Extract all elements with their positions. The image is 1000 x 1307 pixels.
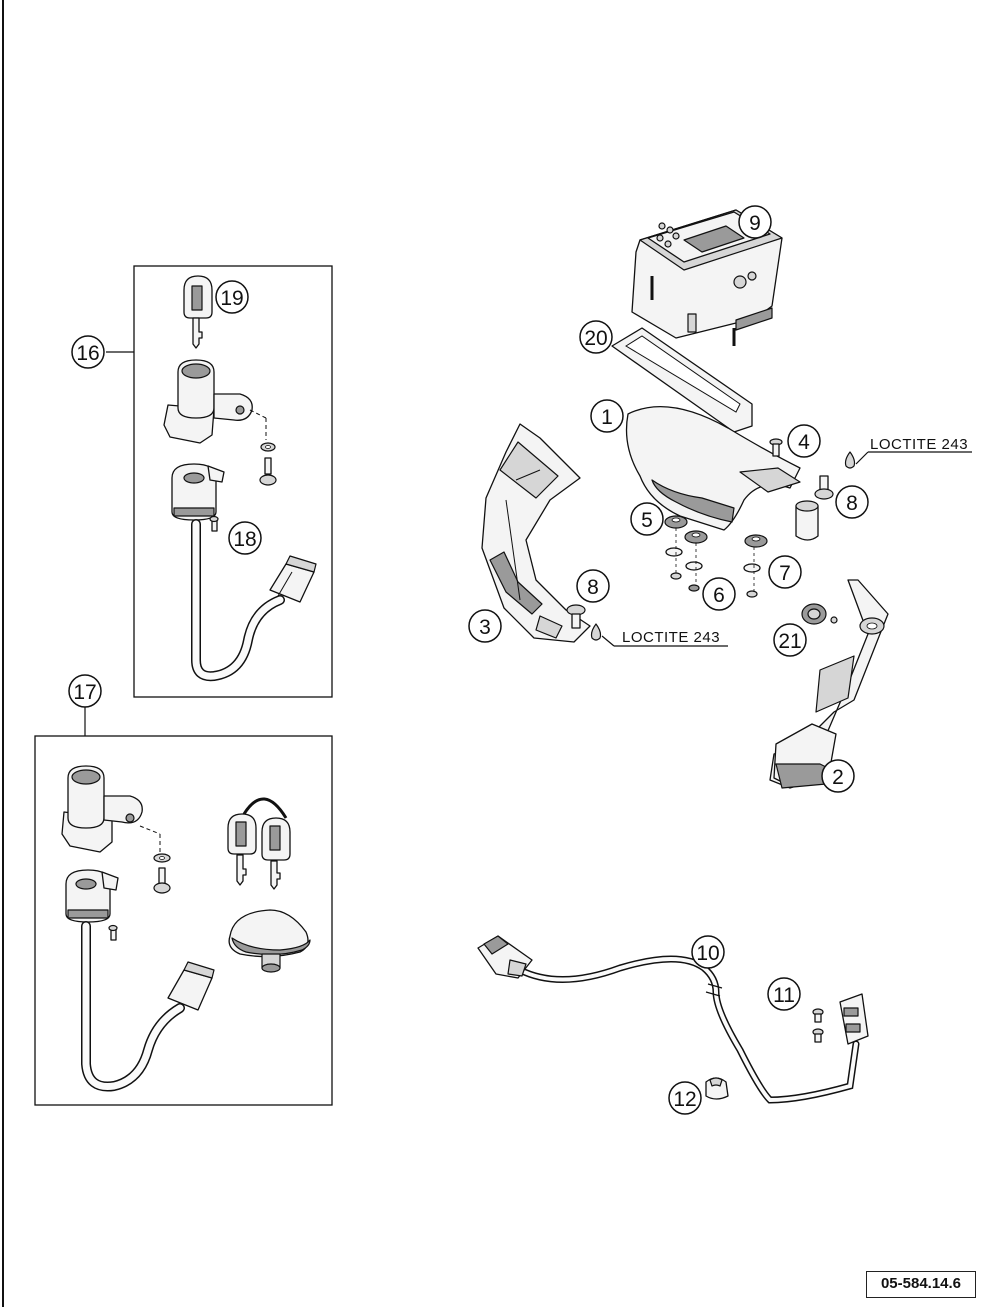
svg-text:19: 19 xyxy=(220,287,243,310)
callout-21[interactable]: 21 xyxy=(773,623,807,657)
document-reference: 05-584.14.6 xyxy=(866,1271,976,1298)
svg-text:17: 17 xyxy=(73,681,96,704)
callout-4[interactable]: 4 xyxy=(787,424,821,458)
cable-drawing-10 xyxy=(477,935,860,1104)
grommets-drawing xyxy=(664,515,768,598)
svg-text:10: 10 xyxy=(696,942,719,965)
svg-text:4: 4 xyxy=(798,431,810,454)
gasket-drawing-20 xyxy=(611,327,753,433)
svg-text:1: 1 xyxy=(601,406,613,429)
callout-20[interactable]: 20 xyxy=(579,320,613,354)
svg-text:6: 6 xyxy=(713,584,725,607)
callout-8-upper[interactable]: 8 xyxy=(835,485,869,519)
ignition-lock-drawing-16 xyxy=(163,359,317,682)
svg-text:8: 8 xyxy=(846,492,858,515)
callout-11[interactable]: 11 xyxy=(767,977,801,1011)
svg-text:12: 12 xyxy=(673,1088,696,1111)
grommet-drawing-21 xyxy=(801,603,838,625)
callout-6[interactable]: 6 xyxy=(702,577,736,611)
bolt-drawing-8b xyxy=(566,604,586,629)
headlight-mask-drawing-1 xyxy=(625,405,819,541)
clip-drawing-12 xyxy=(705,1077,729,1100)
keys-drawing-17 xyxy=(227,797,291,890)
callout-5[interactable]: 5 xyxy=(630,502,664,536)
svg-text:5: 5 xyxy=(641,509,653,532)
left-holder-drawing-3 xyxy=(481,423,591,643)
right-holder-drawing-2 xyxy=(769,579,889,789)
svg-text:8: 8 xyxy=(587,576,599,599)
loctite-note-upper: LOCTITE 243 xyxy=(870,436,968,453)
callout-18[interactable]: 18 xyxy=(228,521,262,555)
svg-text:9: 9 xyxy=(749,212,761,235)
callout-19[interactable]: 19 xyxy=(215,280,249,314)
callout-9[interactable]: 9 xyxy=(738,205,772,239)
callout-12[interactable]: 12 xyxy=(668,1081,702,1115)
callout-17[interactable]: 17 xyxy=(68,674,102,708)
svg-text:20: 20 xyxy=(584,327,607,350)
callout-10[interactable]: 10 xyxy=(691,935,725,969)
svg-text:18: 18 xyxy=(233,528,256,551)
svg-text:7: 7 xyxy=(779,562,791,585)
assembly-box-17 xyxy=(34,735,333,1106)
svg-text:11: 11 xyxy=(773,984,795,1007)
svg-text:2: 2 xyxy=(832,766,844,789)
callout-8-lower[interactable]: 8 xyxy=(576,569,610,603)
loctite-drop-upper xyxy=(844,451,856,469)
ignition-lock-drawing-17 xyxy=(61,765,215,1092)
loctite-drop-lower xyxy=(590,623,602,641)
callout-3[interactable]: 3 xyxy=(468,609,502,643)
svg-text:16: 16 xyxy=(76,342,99,365)
svg-text:3: 3 xyxy=(479,616,491,639)
callout-1[interactable]: 1 xyxy=(590,399,624,433)
bolt-drawing-8a xyxy=(814,475,834,500)
loctite-note-lower: LOCTITE 243 xyxy=(622,629,720,646)
callout-7[interactable]: 7 xyxy=(768,555,802,589)
bracket-drawing-11 xyxy=(812,993,869,1045)
tank-cap-drawing-17 xyxy=(228,909,311,973)
callout-2[interactable]: 2 xyxy=(821,759,855,793)
assembly-box-16 xyxy=(133,265,333,698)
svg-text:21: 21 xyxy=(778,630,801,653)
key-drawing-19 xyxy=(183,275,213,349)
callout-16[interactable]: 16 xyxy=(71,335,105,369)
screw-drawing-4 xyxy=(769,438,783,457)
